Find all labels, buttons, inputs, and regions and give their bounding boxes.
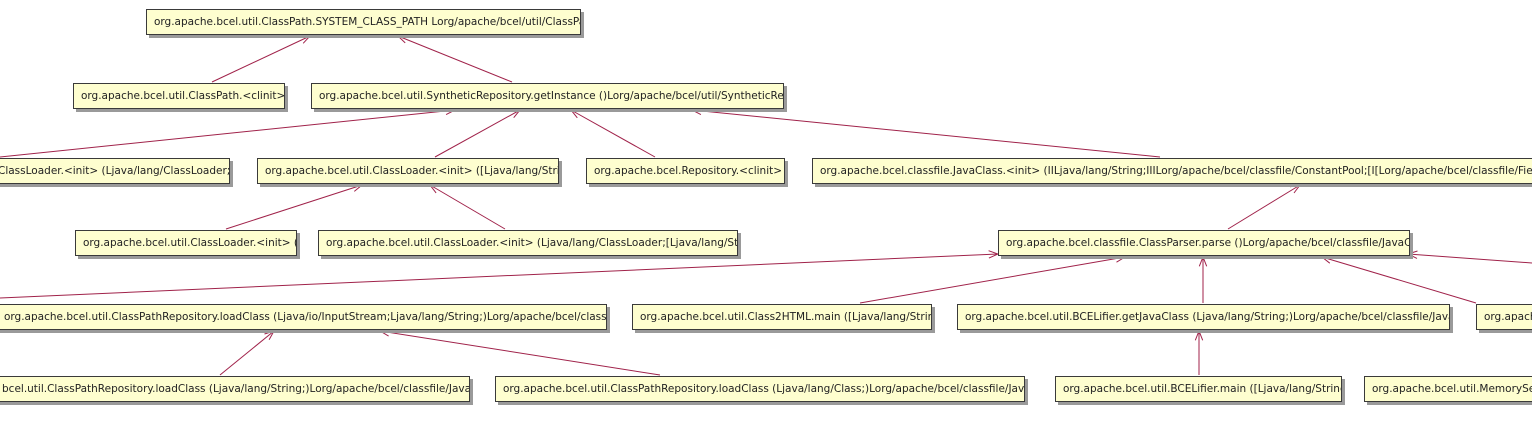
edge-class2html-main-to-classparser-parse: [859, 254, 1127, 304]
node-classpathrepository-loadclass-class[interactable]: org.apache.bcel.util.ClassPathRepository…: [495, 376, 1025, 402]
edge-arrowhead: [1198, 255, 1208, 267]
edge-arrowhead: [510, 109, 522, 119]
edge-arrowhead: [299, 35, 312, 44]
edge-classloader-init-void-to-classloader-init-strings: [225, 183, 364, 230]
edge-offscreen-right-to-classparser-parse: [1406, 250, 1532, 264]
edge-arrowhead: [1320, 255, 1333, 264]
node-javaclass-init[interactable]: org.apache.bcel.classfile.JavaClass.<ini…: [812, 158, 1532, 184]
node-class2html-main[interactable]: org.apache.bcel.util.Class2HTML.main ([L…: [632, 304, 932, 330]
edge-line: [434, 109, 521, 158]
edge-arrowhead: [1290, 184, 1302, 194]
edge-classparser-parse-to-javaclass-init: [1227, 184, 1302, 230]
edge-repository-clinit-to-synthetic-get-instance: [569, 109, 656, 158]
edge-arrowhead: [264, 330, 276, 340]
edge-line: [397, 35, 513, 83]
edge-line: [1227, 184, 1301, 230]
edge-classloader-init-loader-to-synthetic-get-instance: [0, 106, 457, 158]
edge-arrowhead: [396, 35, 408, 44]
edge-line: [570, 109, 656, 158]
edge-line: [211, 35, 311, 83]
edge-line: [379, 330, 661, 376]
edge-arrowhead: [569, 109, 581, 119]
node-classloader-init-classloader[interactable]: ClassLoader.<init> (Ljava/lang/ClassLoad…: [0, 158, 230, 184]
edge-synthetic-get-instance-to-sys-class-path: [396, 35, 513, 83]
edge-line: [219, 330, 275, 376]
edge-line: [225, 184, 363, 230]
edge-cpr-load-class-to-cpr-load-stream: [378, 328, 661, 376]
edge-right-partial-to-classparser-parse: [1320, 255, 1477, 304]
edge-arrowhead: [1194, 329, 1204, 341]
edge-line: [859, 256, 1126, 304]
node-classparser-parse[interactable]: org.apache.bcel.classfile.ClassParser.pa…: [998, 230, 1410, 256]
node-synthetic-repository-get-instance[interactable]: org.apache.bcel.util.SyntheticRepository…: [311, 83, 784, 109]
node-classpathrepository-loadclass-string[interactable]: bcel.util.ClassPathRepository.loadClass …: [0, 376, 470, 402]
node-truncated-right[interactable]: org.apache: [1476, 304, 1532, 330]
edge-arrowhead: [351, 183, 364, 192]
edge-line: [1321, 256, 1477, 304]
edge-line: [1407, 253, 1532, 264]
edge-bcelifier-main-to-bcelifier-get-java-class: [1194, 329, 1204, 375]
node-classloader-init-classloader-strings[interactable]: org.apache.bcel.util.ClassLoader.<init> …: [318, 230, 738, 256]
edge-line: [429, 184, 506, 230]
node-repository-clinit[interactable]: org.apache.bcel.Repository.<clinit> ()V: [586, 158, 785, 184]
node-classpathrepository-loadclass-inputstream[interactable]: org.apache.bcel.util.ClassPathRepository…: [0, 304, 607, 330]
edge-classloader-init-loader-strings-to-classloader-init-strings: [428, 184, 506, 230]
edge-line: [0, 253, 999, 299]
node-classloader-init-string-array[interactable]: org.apache.bcel.util.ClassLoader.<init> …: [257, 158, 559, 184]
edge-javaclass-init-to-synthetic-get-instance: [690, 106, 1161, 158]
node-classloader-init-void[interactable]: org.apache.bcel.util.ClassLoader.<init> …: [75, 230, 297, 256]
edge-classloader-init-strings-to-synthetic-get-instance: [434, 109, 522, 158]
node-memory-sensitive-truncated[interactable]: org.apache.bcel.util.MemorySensi: [1364, 376, 1532, 402]
node-bcelifier-getjavaclass[interactable]: org.apache.bcel.util.BCELifier.getJavaCl…: [957, 304, 1450, 330]
edge-classpath-clinit-to-sys-class-path: [211, 35, 312, 83]
node-bcelifier-main[interactable]: org.apache.bcel.util.BCELifier.main ([Lj…: [1055, 376, 1342, 402]
edge-cpr-load-stream-to-classparser-parse: [0, 250, 1000, 299]
node-system-class-path[interactable]: org.apache.bcel.util.ClassPath.SYSTEM_CL…: [146, 9, 581, 35]
edge-line: [691, 109, 1161, 158]
edge-line: [0, 109, 456, 158]
edge-cpr-load-string-to-cpr-load-stream: [219, 330, 276, 376]
node-classpath-clinit[interactable]: org.apache.bcel.util.ClassPath.<clinit> …: [73, 83, 285, 109]
edge-arrowhead: [428, 184, 440, 194]
edge-bcelifier-get-java-class-to-classparser-parse: [1198, 255, 1208, 303]
